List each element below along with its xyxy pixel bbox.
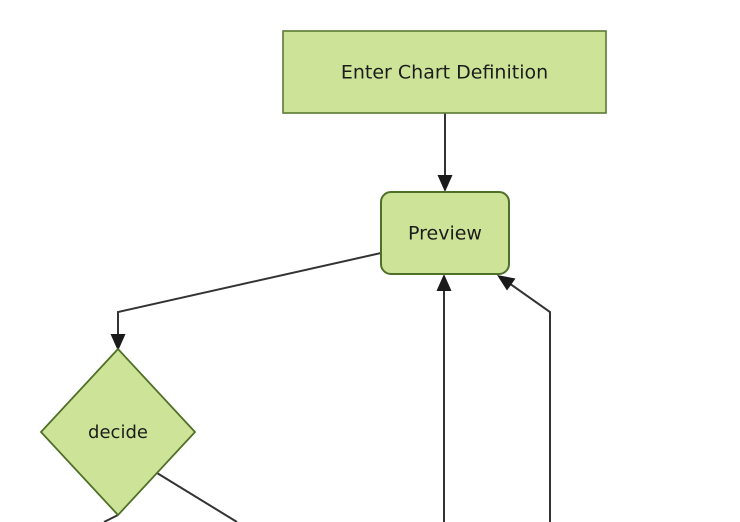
node-label-enter-chart-definition: Enter Chart Definition — [341, 62, 548, 84]
node-rectangle[interactable] — [282, 30, 607, 114]
edge-line — [156, 472, 238, 522]
arrowhead-icon — [437, 175, 453, 192]
arrowhead-icon — [110, 334, 126, 351]
edge-line — [103, 514, 119, 522]
arrowhead-icon — [436, 274, 452, 291]
edge-line — [505, 280, 551, 522]
node-rounded-rectangle[interactable] — [380, 191, 510, 275]
edge-decide-right-out — [156, 472, 238, 522]
edge-line — [117, 252, 382, 340]
edge-bottom-right-to-preview — [497, 275, 551, 522]
arrowhead-icon — [497, 275, 516, 291]
edge-preview-to-decide — [110, 252, 382, 351]
node-label-decide: decide — [88, 422, 148, 443]
edge-definition-to-preview — [437, 113, 453, 192]
edge-decide-bottom-out — [103, 514, 119, 522]
node-enter-chart-definition[interactable]: Enter Chart Definition — [282, 30, 607, 114]
edge-bottom-left-to-preview — [436, 274, 452, 522]
node-preview[interactable]: Preview — [380, 191, 510, 275]
node-diamond[interactable] — [39, 347, 197, 517]
node-label-preview: Preview — [408, 223, 482, 245]
node-decide[interactable]: decide — [39, 347, 197, 517]
